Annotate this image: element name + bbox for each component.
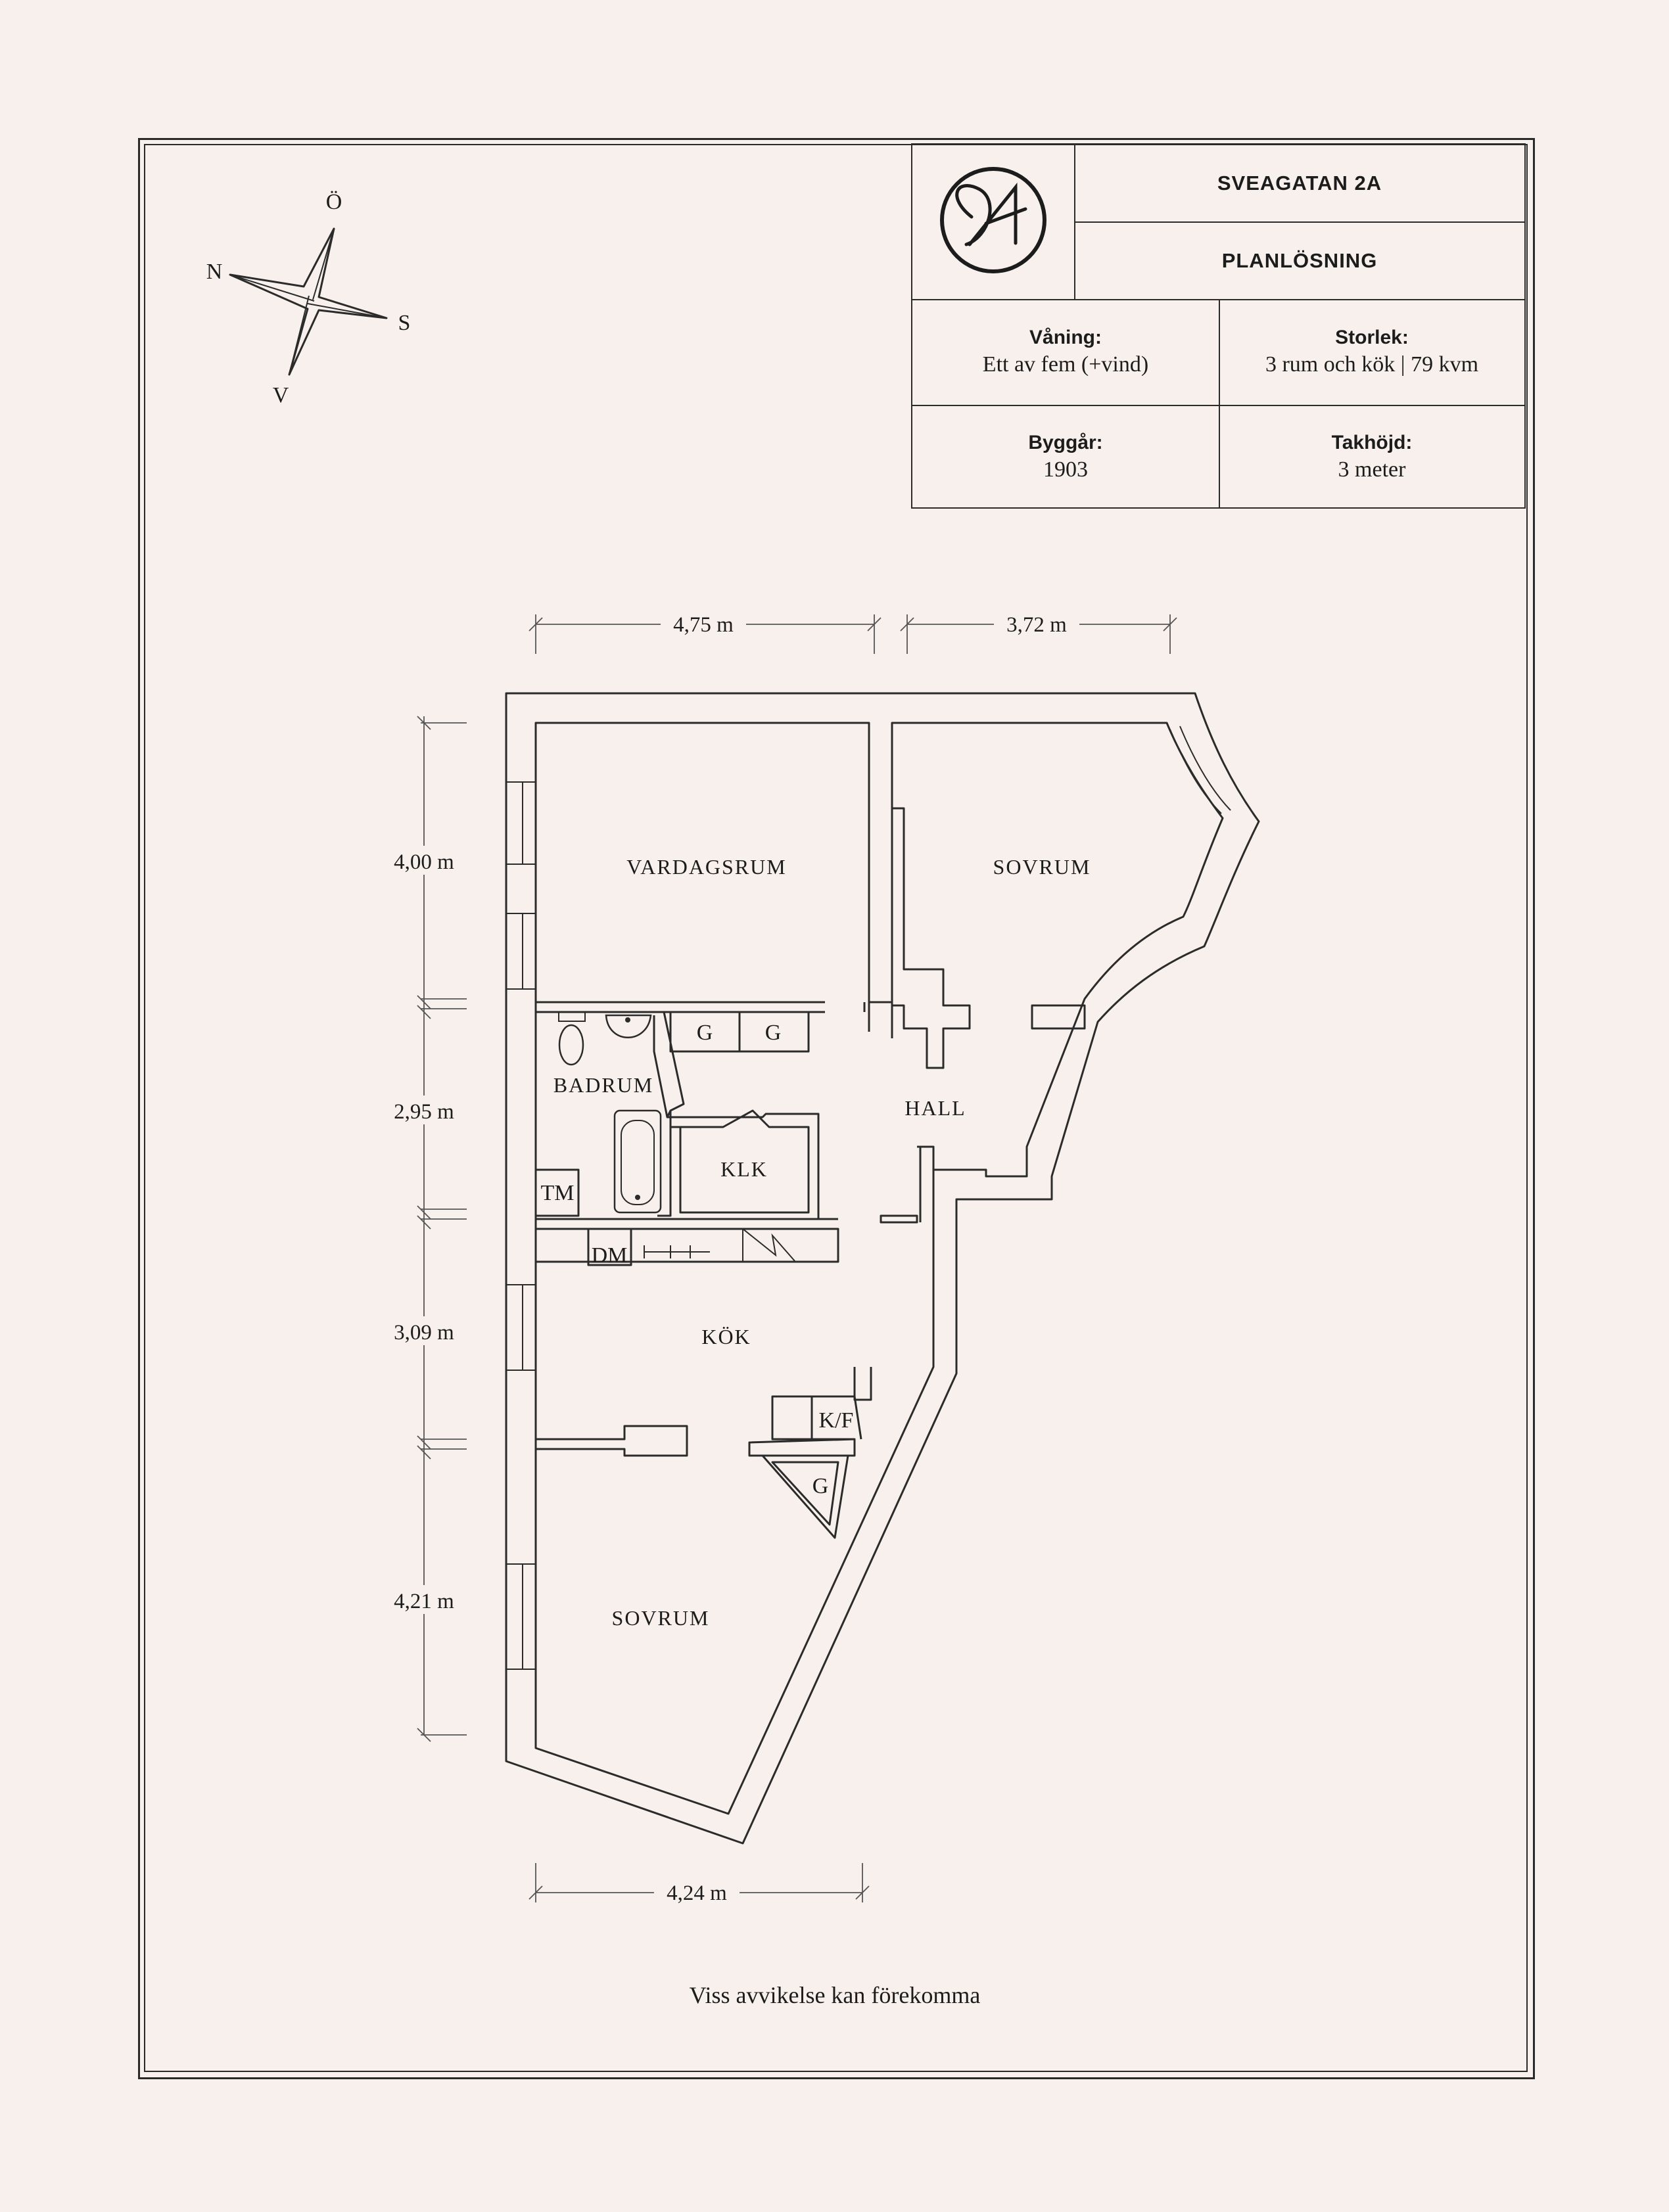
room-hall: HALL [905,1096,966,1120]
footer-note: Viss avvikelse kan förekomma [690,1982,981,2008]
dim-top-right: 3,72 m [1006,613,1067,637]
room-closet: KLK [720,1157,768,1181]
fixture-labels: G G G TM DM K/F [541,1021,854,1498]
wardrobe-label-3: G [812,1474,829,1498]
room-bedroom-top: SOVRUM [993,855,1091,879]
compass-west: V [273,383,289,407]
size-label: Storlek: [1335,327,1409,348]
title-block: SVEAGATAN 2A PLANLÖSNING Våning: Ett av … [911,143,1526,509]
room-living: VARDAGSRUM [626,855,786,879]
dim-bottom: 4,24 m [667,1881,727,1905]
dimension-lines: 4,75 m 3,72 m 4,00 m 2,95 m 3,09 m 4,21 … [385,608,1177,1906]
bathtub-icon [613,1109,662,1214]
size-value: 3 rum och kök | 79 kvm [1265,352,1478,377]
floor-label: Våning: [1029,327,1102,348]
dim-left-3: 3,09 m [394,1321,454,1345]
dim-left-2: 2,95 m [394,1100,454,1124]
year-label: Byggår: [1028,432,1102,453]
toilet-icon [558,1011,586,1066]
compass-north: N [206,260,223,284]
wardrobe-label-2: G [765,1021,782,1045]
inner-frame [144,144,1528,2072]
room-kitchen: KÖK [701,1325,751,1348]
logo-monogram-icon [940,167,1046,273]
wardrobe-label-1: G [697,1021,713,1045]
room-bedroom-bottom: SOVRUM [612,1606,710,1630]
outer-frame [138,138,1535,2079]
sink-icon [605,1014,652,1038]
floor-value: Ett av fem (+vind) [983,352,1148,377]
dim-top-left: 4,75 m [673,613,734,637]
compass-east: Ö [326,190,342,214]
room-labels: VARDAGSRUM SOVRUM BADRUM KLK HALL KÖK SO… [553,855,1091,1630]
compass-south: S [398,311,411,335]
compass-rose-icon: Ö N S V [206,190,411,407]
ceiling-value: 3 meter [1338,457,1407,482]
address-title: SVEAGATAN 2A [1217,172,1382,195]
washer-label: TM [541,1181,575,1205]
dim-left-1: 4,00 m [394,850,454,874]
dishwasher-label: DM [592,1243,628,1268]
fridge-freezer-label: K/F [819,1408,854,1433]
document-title: PLANLÖSNING [1222,249,1378,272]
dim-left-4: 4,21 m [394,1590,454,1613]
year-value: 1903 [1043,457,1088,482]
ceiling-label: Takhöjd: [1332,432,1413,453]
walls [505,692,1260,1845]
room-bathroom: BADRUM [553,1073,653,1097]
